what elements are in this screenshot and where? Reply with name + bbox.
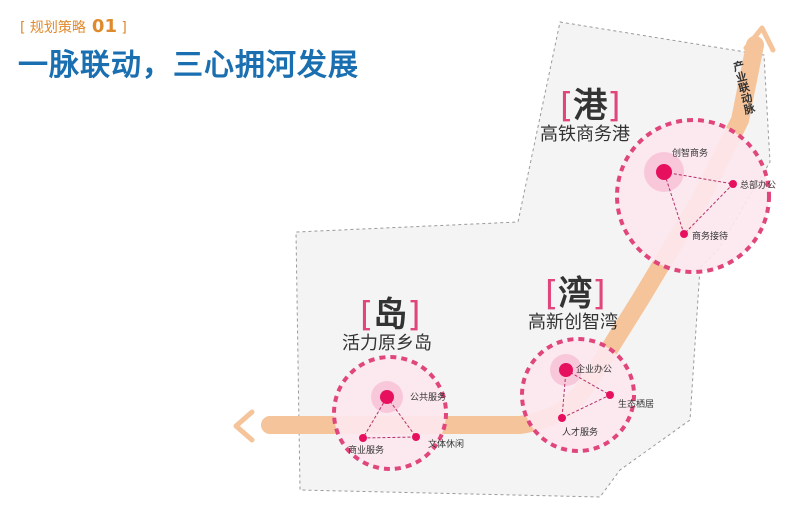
section-kicker-text: 规划策略 (29, 20, 86, 36)
hub-wan (520, 337, 636, 453)
hub-gang-ring (615, 118, 771, 274)
node-label: 企业办公 (576, 365, 613, 375)
hub-dao-links (362, 396, 417, 439)
hub-dao-node-3 (359, 434, 367, 442)
hub-dao (332, 355, 448, 471)
hub-wan-ring (520, 337, 636, 453)
hub-gang-node-main (656, 164, 672, 180)
hub-gang-node-2 (729, 180, 737, 188)
axis-arrow-top (743, 25, 776, 53)
section-number: 01 (91, 16, 117, 37)
hub-gang (615, 118, 771, 274)
hub-wan-node-main (559, 363, 573, 377)
hub-dao-subtitle: 活力原乡岛 (342, 333, 432, 354)
hub-dao-ring (332, 355, 448, 471)
hub-dao-node-2 (412, 433, 420, 441)
node-label: 文体休闲 (428, 440, 465, 450)
hub-wan-halo (522, 339, 634, 451)
node-label: 商业服务 (348, 446, 385, 456)
hub-gang-subtitle: 高铁商务港 (540, 124, 630, 145)
node-label: 人才服务 (562, 428, 599, 438)
hub-gang-tag: [港] (560, 86, 621, 126)
hub-wan-node-3 (558, 414, 566, 422)
hub-dao-tag: [岛] (360, 295, 421, 335)
hub-wan-links (561, 369, 612, 419)
hub-wan-subtitle: 高新创智湾 (528, 312, 618, 333)
axis-arrow-left (233, 409, 255, 443)
node-label: 总部办公 (740, 181, 777, 191)
hub-gang-links (663, 171, 735, 235)
hub-wan-node-2 (606, 391, 614, 399)
page-title: 一脉联动，三心拥河发展 (18, 48, 359, 83)
node-label: 生态栖居 (618, 400, 655, 410)
hub-gang-node-3 (680, 230, 688, 238)
hub-dao-node-main (380, 390, 394, 404)
hub-wan-tag: [湾] (545, 274, 606, 314)
node-label: 商务接待 (692, 232, 729, 242)
node-label: 创智商务 (672, 149, 709, 159)
node-label: 公共服务 (410, 393, 447, 403)
